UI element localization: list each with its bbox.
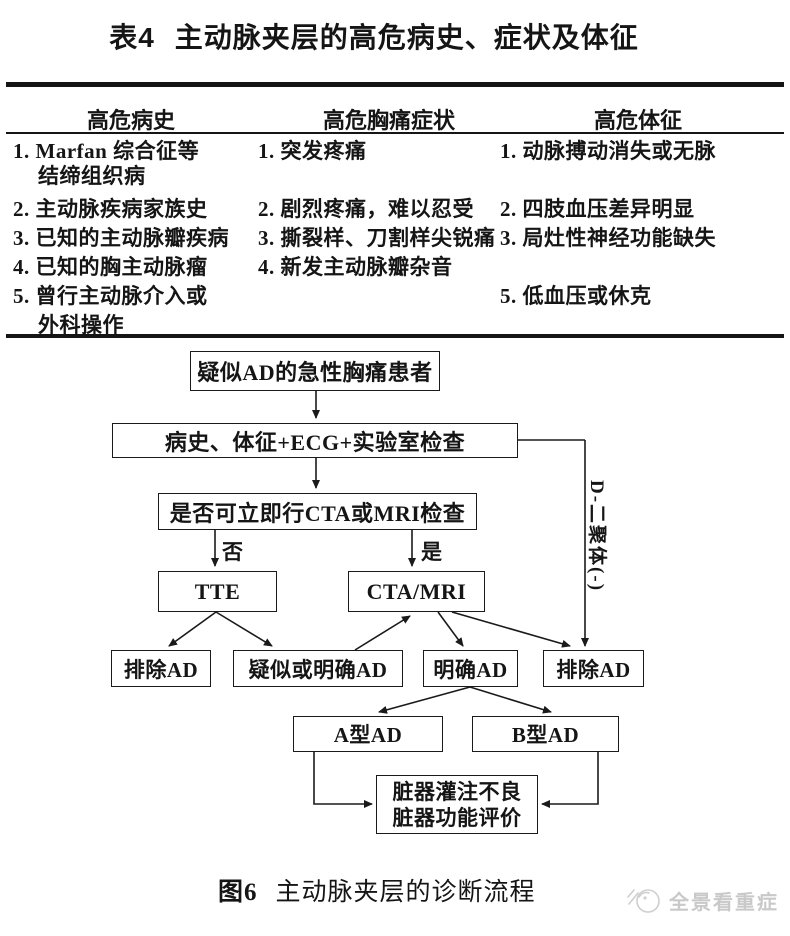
node-type-a-ad: A型AD [293, 716, 443, 752]
watermark-logo-icon [627, 889, 660, 913]
arrow-ctamri-to-confirmed [437, 611, 464, 647]
table-cell-sign-3: 3. 局灶性神经功能缺失 [500, 226, 716, 250]
table-title-text: 主动脉夹层的高危病史、症状及体征 [174, 22, 639, 53]
table-bottom-rule [6, 334, 784, 338]
arrow-ctamri-to-exclude [451, 611, 571, 648]
figure-number: 图6 [218, 879, 258, 906]
arrow-suspected-to-ctamri [354, 615, 411, 651]
column-header-history: 高危病史 [86, 108, 176, 133]
table-cell-history-1: 1. Marfan 综合征等 [13, 139, 200, 163]
table-cell-history-4: 4. 已知的胸主动脉瘤 [13, 255, 208, 279]
node-exclude-ad-left: 排除AD [111, 650, 211, 687]
table-cell-symptom-3: 3. 撕裂样、刀割样尖锐痛 [258, 226, 496, 250]
table-cell-symptom-4: 4. 新发主动脉瓣杂音 [258, 255, 453, 279]
node-workup: 病史、体征+ECG+实验室检查 [112, 423, 518, 458]
organ-line-2: 脏器功能评价 [392, 805, 522, 830]
arrow-confirmed-to-type-a [378, 686, 471, 714]
table-cell-history-1b: 结缔组织病 [38, 164, 146, 188]
table-cell-sign-2: 2. 四肢血压差异明显 [500, 197, 695, 221]
node-type-b-ad: B型AD [472, 716, 619, 752]
table-cell-symptom-1: 1. 突发疼痛 [258, 139, 367, 163]
branch-label-yes: 是 [421, 540, 442, 564]
arrow-tte-to-suspected [215, 611, 273, 647]
node-exclude-ad-right: 排除AD [543, 650, 644, 687]
node-tte: TTE [158, 571, 277, 612]
node-confirmed-ad: 明确AD [423, 650, 518, 687]
table-number: 表4 [109, 22, 155, 53]
node-suspected-or-confirmed: 疑似或明确AD [233, 650, 403, 687]
figure-caption-text: 主动脉夹层的诊断流程 [275, 879, 536, 906]
table-cell-symptom-2: 2. 剧烈疼痛，难以忍受 [258, 197, 474, 221]
arrow-type-b-to-organ [541, 752, 599, 808]
arrow-confirmed-to-type-b [469, 686, 552, 714]
node-organ-assessment: 脏器灌注不良 脏器功能评价 [376, 775, 538, 834]
table-cell-history-5b: 外科操作 [38, 313, 124, 337]
table-title: 表4 主动脉夹层的高危病史、症状及体征 [0, 16, 748, 56]
arrow-type-a-to-organ [313, 752, 373, 808]
table-cell-history-5: 5. 曾行主动脉介入或 [13, 284, 208, 308]
table-cell-sign-5: 5. 低血压或休克 [500, 284, 652, 308]
node-suspected-patient: 疑似AD的急性胸痛患者 [190, 351, 440, 391]
arrow-tte-to-exclude [168, 611, 217, 647]
table-top-rule [6, 82, 784, 87]
node-question: 是否可立即行CTA或MRI检查 [158, 493, 477, 530]
table-header-rule [6, 132, 784, 134]
watermark: 全景看重症 [626, 884, 779, 916]
node-cta-mri: CTA/MRI [348, 571, 485, 612]
column-header-signs: 高危体征 [593, 108, 683, 133]
figure-caption: 图6 主动脉夹层的诊断流程 [218, 872, 536, 908]
table-cell-sign-1: 1. 动脉搏动消失或无脉 [500, 139, 716, 163]
d-dimer-label: D-二聚体(-) [586, 480, 607, 593]
watermark-text: 全景看重症 [669, 891, 779, 914]
table-cell-history-2: 2. 主动脉疾病家族史 [13, 197, 208, 221]
organ-line-1: 脏器灌注不良 [392, 779, 522, 804]
column-header-symptoms: 高危胸痛症状 [322, 108, 456, 133]
table-cell-history-3: 3. 已知的主动脉瓣疾病 [13, 226, 229, 250]
branch-label-no: 否 [222, 540, 243, 564]
